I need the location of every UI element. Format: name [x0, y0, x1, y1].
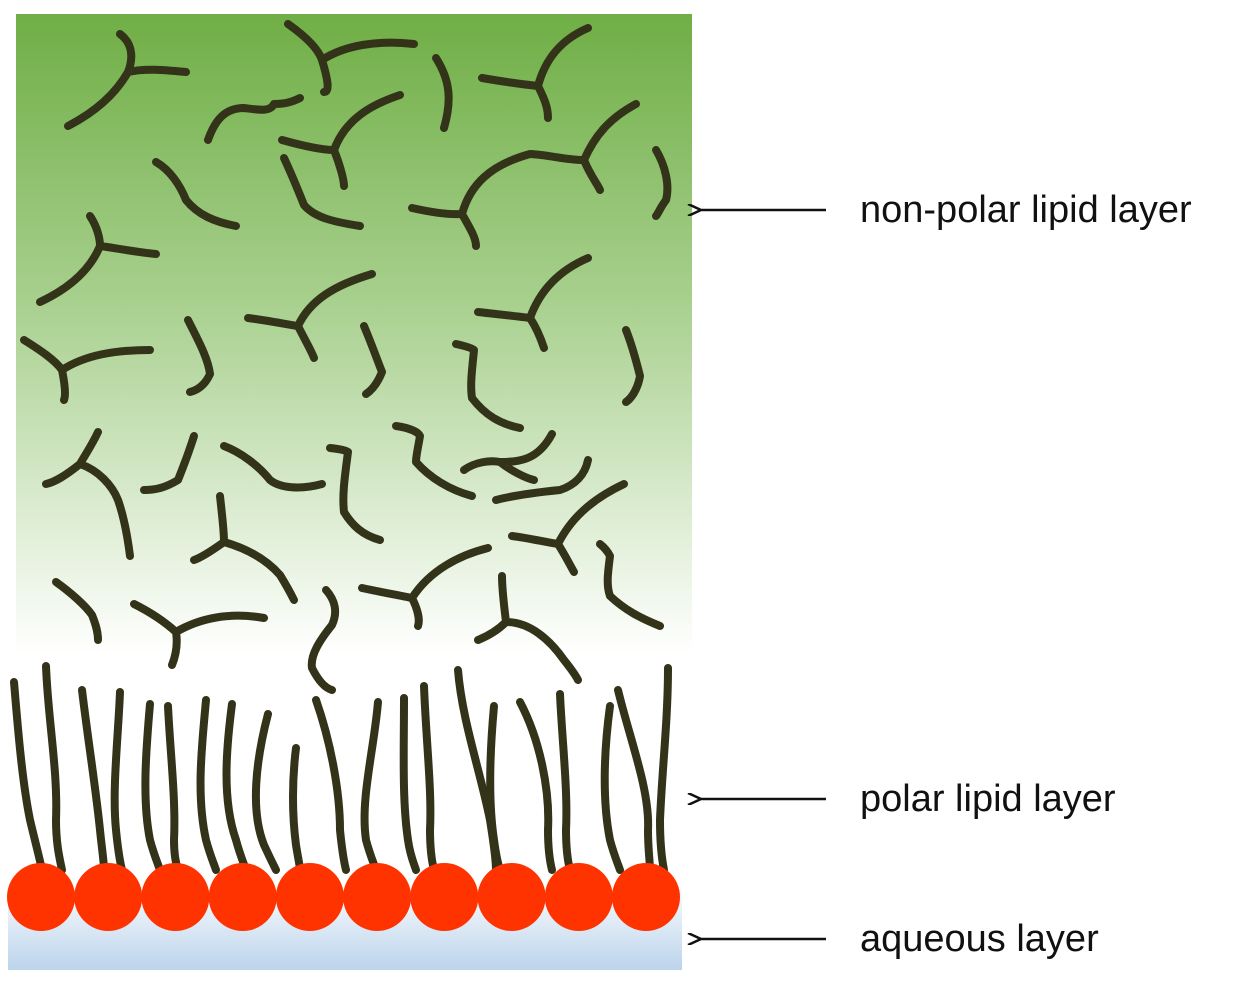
label-aqueous-layer: aqueous layer [860, 918, 1099, 960]
polar-head [275, 863, 344, 931]
polar-head [477, 863, 546, 931]
polar-head [7, 863, 75, 931]
non-polar-lipid-layer [16, 14, 692, 654]
polar-head [544, 863, 613, 931]
label-polar-lipid-layer: polar lipid layer [860, 778, 1116, 820]
polar-head [343, 863, 412, 931]
polar-head [612, 863, 680, 931]
label-non-polar-lipid-layer: non-polar lipid layer [860, 189, 1192, 231]
polar-head [410, 863, 479, 931]
polar-heads [7, 863, 680, 931]
polar-head [74, 863, 143, 931]
polar-lipid-tails [10, 662, 672, 874]
polar-head [208, 863, 277, 931]
non-polar-lipid-molecules [20, 20, 672, 694]
polar-head [141, 863, 210, 931]
